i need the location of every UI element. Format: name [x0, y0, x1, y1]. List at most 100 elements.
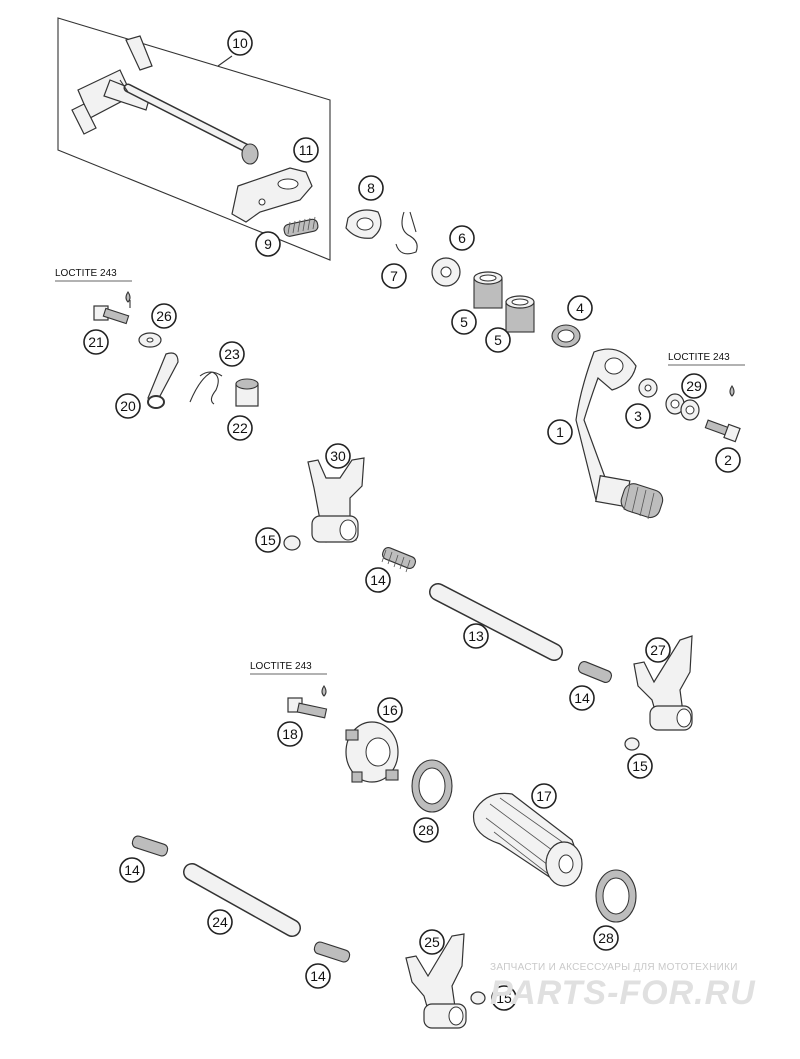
- svg-text:2: 2: [724, 452, 732, 468]
- callout-13: 13: [463, 623, 489, 649]
- svg-text:5: 5: [460, 314, 468, 330]
- svg-text:1: 1: [556, 424, 564, 440]
- callout-15c: 15: [491, 985, 517, 1011]
- svg-text:8: 8: [367, 180, 375, 196]
- callout-5a: 5: [451, 309, 477, 335]
- callout-25: 25: [419, 929, 445, 955]
- part-fork-rod-13: [429, 583, 563, 661]
- svg-text:17: 17: [536, 788, 552, 804]
- part-bolt-21: [93, 305, 130, 325]
- callout-24: 24: [207, 909, 233, 935]
- svg-text:14: 14: [370, 572, 386, 588]
- part-bearing-28b: [595, 869, 637, 923]
- part-bolt-2: [704, 419, 741, 443]
- svg-text:14: 14: [310, 968, 326, 984]
- svg-text:18: 18: [282, 726, 298, 742]
- part-washer-6: [431, 257, 461, 287]
- loctite-label-c: LOCTITE 243: [250, 661, 327, 675]
- loctite-label-a: LOCTITE 243: [55, 268, 132, 282]
- svg-text:24: 24: [212, 914, 228, 930]
- part-fork-rod-24: [183, 863, 301, 937]
- part-shift-star-16: [345, 721, 399, 783]
- part-spring-14a: [381, 547, 417, 573]
- svg-text:9: 9: [264, 236, 272, 252]
- part-needle-bearing-a: [473, 271, 503, 309]
- callout-1: 1: [547, 419, 573, 445]
- callout-22: 22: [227, 415, 253, 441]
- part-bolt-18: [287, 697, 328, 719]
- callout-15a: 15: [255, 527, 281, 553]
- svg-text:20: 20: [120, 398, 136, 414]
- svg-text:14: 14: [124, 862, 140, 878]
- callout-30: 30: [325, 443, 351, 469]
- svg-text:22: 22: [232, 420, 248, 436]
- svg-text:28: 28: [418, 822, 434, 838]
- part-pin-15a: [283, 535, 301, 551]
- site-watermark: ЗАПЧАСТИ И АКСЕССУАРЫ ДЛЯ МОТОТЕХНИКИ PA…: [490, 962, 790, 1052]
- svg-text:LOCTITE 243: LOCTITE 243: [55, 268, 117, 279]
- part-roller-22: [235, 378, 259, 407]
- svg-text:26: 26: [156, 308, 172, 324]
- callout-5b: 5: [485, 327, 511, 353]
- svg-text:21: 21: [88, 334, 104, 350]
- callout-20: 20: [115, 393, 141, 419]
- svg-text:29: 29: [686, 378, 702, 394]
- callout-29: 29: [681, 373, 707, 399]
- svg-text:27: 27: [650, 642, 666, 658]
- callout-6: 6: [449, 225, 475, 251]
- svg-text:14: 14: [574, 690, 590, 706]
- loctite-drop-c: [321, 685, 327, 697]
- svg-text:15: 15: [260, 532, 276, 548]
- callout-7: 7: [381, 263, 407, 289]
- svg-text:28: 28: [598, 930, 614, 946]
- callout-14b: 14: [569, 685, 595, 711]
- part-bearing-28a: [411, 759, 453, 813]
- part-shift-lever: [575, 348, 664, 520]
- watermark-tagline: ЗАПЧАСТИ И АКСЕССУАРЫ ДЛЯ МОТОТЕХНИКИ: [490, 962, 738, 973]
- part-seal-4: [551, 324, 581, 348]
- part-washer-3: [638, 378, 658, 398]
- callout-26: 26: [151, 303, 177, 329]
- svg-text:5: 5: [494, 332, 502, 348]
- part-spring-14b: [577, 661, 613, 683]
- part-retainer-8: [345, 209, 382, 239]
- callout-23: 23: [219, 341, 245, 367]
- shift-shaft-frame: [57, 17, 331, 261]
- callout-14a: 14: [365, 567, 391, 593]
- part-pin-15c: [470, 991, 486, 1005]
- callout-8: 8: [358, 175, 384, 201]
- callout-10: 10: [227, 30, 253, 56]
- svg-text:13: 13: [468, 628, 484, 644]
- part-shift-shaft: [71, 35, 259, 165]
- svg-text:7: 7: [390, 268, 398, 284]
- callout-16: 16: [377, 697, 403, 723]
- part-spring-14c: [131, 835, 169, 857]
- svg-text:4: 4: [576, 300, 584, 316]
- part-lever-20: [147, 352, 179, 409]
- callout-18: 18: [277, 721, 303, 747]
- callout-15b: 15: [627, 753, 653, 779]
- part-shift-fork-27: [633, 635, 693, 731]
- callout-4: 4: [567, 295, 593, 321]
- part-pin-15b: [624, 737, 640, 751]
- leader-lines: [129, 55, 233, 308]
- loctite-drop-a: [125, 291, 131, 303]
- svg-text:15: 15: [496, 990, 512, 1006]
- loctite-label-b: LOCTITE 243: [668, 352, 745, 366]
- callout-17: 17: [531, 783, 557, 809]
- svg-text:6: 6: [458, 230, 466, 246]
- callout-9: 9: [255, 231, 281, 257]
- svg-text:16: 16: [382, 702, 398, 718]
- svg-text:3: 3: [634, 408, 642, 424]
- callout-11: 11: [293, 137, 319, 163]
- callout-14c: 14: [119, 857, 145, 883]
- svg-text:30: 30: [330, 448, 346, 464]
- part-shift-plate: [231, 167, 313, 223]
- loctite-drop-b: [729, 385, 735, 397]
- part-spring-14d: [313, 941, 351, 963]
- part-shift-drum-17: [472, 792, 583, 887]
- watermark-logo: PARTS-FOR.RU: [490, 974, 756, 1012]
- part-spring-9: [283, 216, 319, 237]
